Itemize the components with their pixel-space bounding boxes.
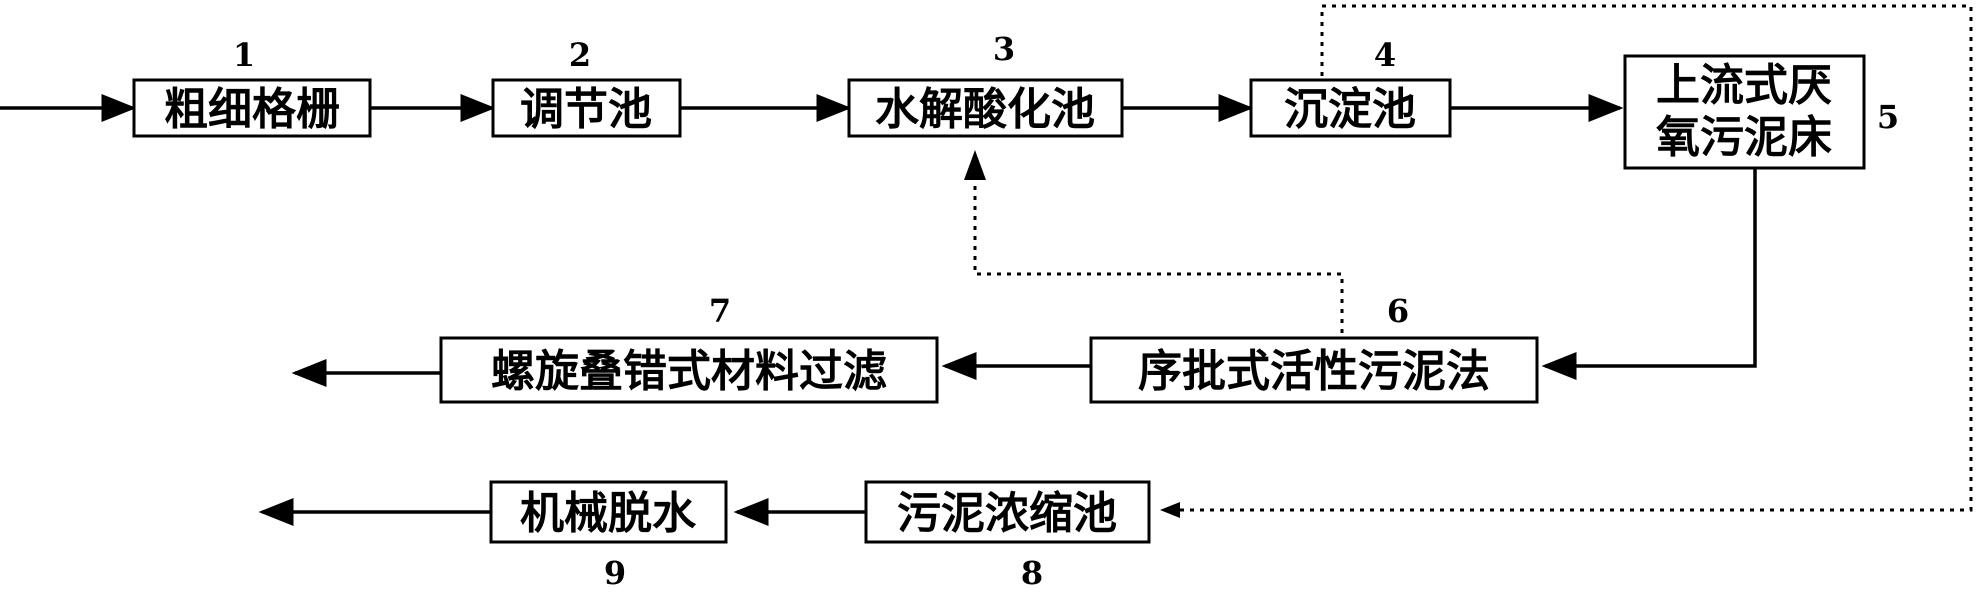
box-label-line2: 氧污泥床: [1656, 112, 1832, 163]
box-uasb-reactor: 上流式厌 氧污泥床: [1623, 54, 1866, 170]
box-label: 污泥浓缩池: [897, 488, 1117, 539]
step-number-4: 4: [1374, 36, 1396, 74]
box-label: 调节池: [520, 84, 652, 135]
box-label: 机械脱水: [520, 488, 697, 539]
box-spiral-stacked-filtration: 螺旋叠错式材料过滤: [439, 336, 939, 404]
box-label: 沉淀池: [1284, 84, 1416, 135]
arrow-5-to-6: [1541, 168, 1757, 380]
box-hydrolysis-acidification-tank: 水解酸化池: [847, 78, 1124, 138]
box-equalization-tank: 调节池: [491, 78, 682, 138]
sludge-return-arrowhead: [964, 150, 986, 180]
box-sbr-activated-sludge: 序批式活性污泥法: [1089, 336, 1539, 404]
sludge-line-arrowhead: [1160, 502, 1180, 518]
box-coarse-fine-screen: 粗细格栅: [132, 78, 372, 138]
step-number-8: 8: [1021, 554, 1043, 592]
step-number-1: 1: [233, 36, 255, 74]
box-label: 水解酸化池: [875, 84, 1095, 135]
step-number-2: 2: [569, 36, 591, 74]
box-label-line1: 上流式厌: [1656, 60, 1832, 111]
box-sedimentation-tank: 沉淀池: [1249, 78, 1452, 138]
step-number-5: 5: [1877, 98, 1899, 136]
box-sludge-thickening-tank: 污泥浓缩池: [864, 480, 1151, 544]
box-label: 粗细格栅: [164, 84, 340, 135]
box-label: 螺旋叠错式材料过滤: [491, 346, 887, 397]
box-label: 序批式活性污泥法: [1138, 346, 1490, 397]
step-number-9: 9: [604, 554, 626, 592]
step-number-6: 6: [1387, 292, 1409, 330]
step-number-3: 3: [993, 30, 1015, 68]
sludge-return-line-6-to-3: [973, 180, 1344, 333]
step-number-7: 7: [709, 292, 731, 330]
box-mechanical-dewatering: 机械脱水: [489, 480, 728, 544]
